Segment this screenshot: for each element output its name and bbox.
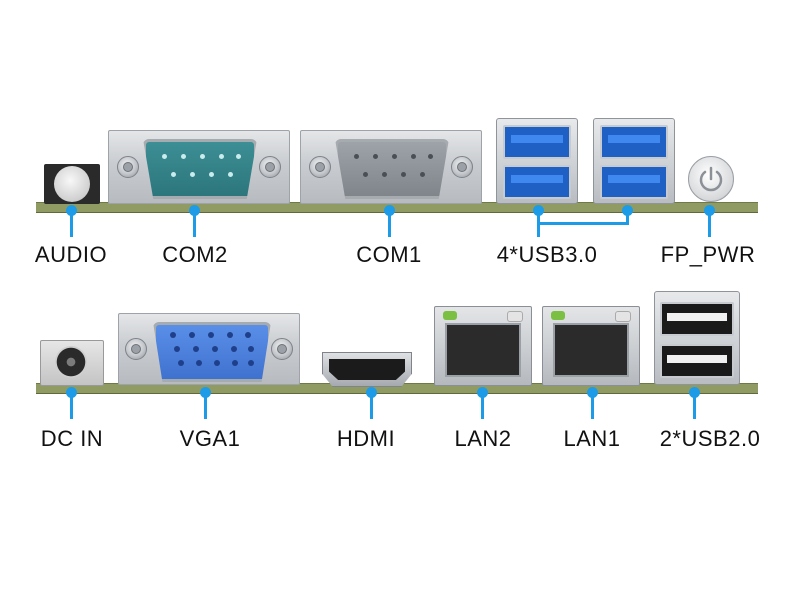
label-usb3: 4*USB3.0 xyxy=(496,242,598,267)
usb3-bracket xyxy=(537,222,629,225)
rj45-port xyxy=(445,323,521,377)
hdmi-port xyxy=(329,359,405,380)
com2-callout-dot xyxy=(189,205,200,216)
link-led xyxy=(443,311,457,320)
screw-icon xyxy=(271,338,293,360)
label-vga1: VGA1 xyxy=(179,426,241,451)
link-led xyxy=(551,311,565,320)
lan2-callout xyxy=(481,389,484,419)
com1-callout-dot xyxy=(384,205,395,216)
vga1-connector xyxy=(118,313,300,385)
lan2-callout-dot xyxy=(477,387,488,398)
screw-icon xyxy=(125,338,147,360)
hdmi-callout-dot xyxy=(366,387,377,398)
audio-callout xyxy=(70,207,73,237)
lan1-callout-dot xyxy=(587,387,598,398)
activity-led xyxy=(507,311,523,322)
hdmi-callout xyxy=(370,389,373,419)
fp-pwr-callout xyxy=(708,207,711,237)
label-com2: COM2 xyxy=(162,242,228,267)
rj45-port xyxy=(553,323,629,377)
usb3-stack-left xyxy=(496,118,578,204)
usb3-left-callout-dot xyxy=(533,205,544,216)
usb2-port xyxy=(660,302,734,336)
screw-icon xyxy=(117,156,139,178)
screw-icon xyxy=(309,156,331,178)
label-lan1: LAN1 xyxy=(563,426,621,451)
usb2-callout xyxy=(693,389,696,419)
usb2-port xyxy=(660,344,734,378)
hdmi-connector xyxy=(322,352,412,387)
power-button xyxy=(688,156,734,202)
com1-callout xyxy=(388,207,391,237)
label-com1: COM1 xyxy=(356,242,422,267)
usb3-right-callout xyxy=(626,207,629,225)
dc-in-callout xyxy=(70,389,73,419)
usb2-callout-dot xyxy=(689,387,700,398)
vga-port xyxy=(153,322,271,382)
vga1-callout-dot xyxy=(200,387,211,398)
label-audio: AUDIO xyxy=(34,242,108,267)
screw-icon xyxy=(259,156,281,178)
vga1-callout xyxy=(204,389,207,419)
top-io-row: AUDIO COM2 COM1 4*USB3.0 FP_PWR xyxy=(34,118,758,267)
fp-pwr-callout-dot xyxy=(704,205,715,216)
usb3-port xyxy=(503,165,571,199)
lan1-connector xyxy=(542,306,640,386)
label-hdmi: HDMI xyxy=(336,426,396,451)
usb2-stack xyxy=(654,291,740,385)
power-icon xyxy=(699,166,723,192)
usb3-right-callout-dot xyxy=(622,205,633,216)
label-usb2: 2*USB2.0 xyxy=(659,426,761,451)
com2-connector xyxy=(108,130,290,204)
com1-connector xyxy=(300,130,482,204)
screw-icon xyxy=(451,156,473,178)
usb3-port xyxy=(503,125,571,159)
lan1-callout xyxy=(591,389,594,419)
usb3-port xyxy=(600,125,668,159)
audio-jack xyxy=(44,162,100,204)
label-fp-pwr: FP_PWR xyxy=(660,242,756,267)
usb3-port xyxy=(600,165,668,199)
usb3-stack-right xyxy=(593,118,675,204)
audio-callout-dot xyxy=(66,205,77,216)
lan2-connector xyxy=(434,306,532,386)
label-dc-in: DC IN xyxy=(40,426,104,451)
dc-in-jack xyxy=(40,340,104,386)
activity-led xyxy=(615,311,631,322)
label-lan2: LAN2 xyxy=(454,426,512,451)
dc-in-callout-dot xyxy=(66,387,77,398)
com2-callout xyxy=(193,207,196,237)
